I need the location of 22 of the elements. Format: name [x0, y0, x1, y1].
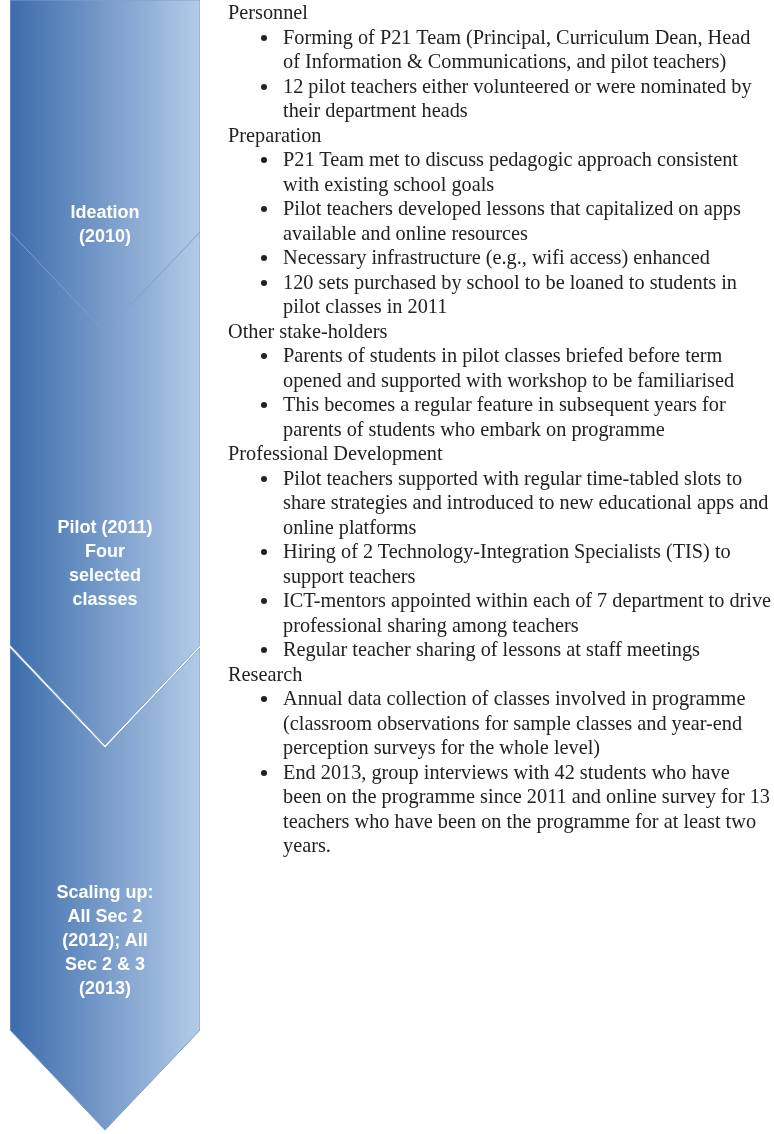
bullet-text: 12 pilot teachers either volunteered or were nominated by their department heads [283, 74, 752, 121]
stage-label: Scaling up: All Sec 2 (2012); All Sec 2 & 3 (2013) [55, 881, 155, 1000]
section-heading: Professional Development [228, 441, 444, 466]
stage-label: Ideation (2010) [69, 201, 141, 248]
bullet-text: P21 Team met to discuss pedagogic approach consistent with existing school goals [283, 148, 738, 195]
bullet-text: Necessary infrastructure (e.g., wifi access) enhanced [283, 246, 710, 268]
bullet-text: Pilot teachers supported with regular time-tabled slots to share strategies and introduced to new educational apps and online platforms [283, 466, 769, 538]
stage-label: Pilot (2011) Four selected classes [56, 516, 154, 611]
bullet-text: 120 sets purchased by school to be loaned to students in pilot classes in 2011 [283, 270, 737, 317]
section-heading: Research [228, 661, 304, 686]
bullet-text: This becomes a regular feature in subsequent years for parents of students who embark on programme [283, 393, 726, 440]
bullet-text: Regular teacher sharing of lessons at staff meetings [283, 638, 700, 660]
bullet-text: ICT-mentors appointed within each of 7 department to drive professional sharing among teachers [283, 589, 772, 636]
section-heading: Other stake-holders [228, 318, 389, 343]
bullet-text: Forming of P21 Team (Principal, Curriculum Dean, Head of Information & Communications, and pilot teachers) [283, 25, 751, 72]
section-heading: Personnel [228, 0, 309, 25]
bullet-text: Parents of students in pilot classes briefed before term opened and supported with workshop to be familiarised [283, 344, 735, 391]
bullet-text: End 2013, group interviews with 42 students who have been on the programme since 2011 and online survey for 13 teachers who have been on the programme for at least two years. [283, 760, 770, 856]
section-heading: Preparation [228, 122, 323, 147]
bullet-text: Hiring of 2 Technology-Integration Specialists (TIS) to support teachers [283, 540, 731, 587]
bullet-text: Pilot teachers developed lessons that capitalized on apps available and online resources [283, 197, 741, 244]
bullet-text: Annual data collection of classes involved in programme (classroom observations for sample classes and year-end perception surveys for the whole level) [283, 687, 746, 758]
